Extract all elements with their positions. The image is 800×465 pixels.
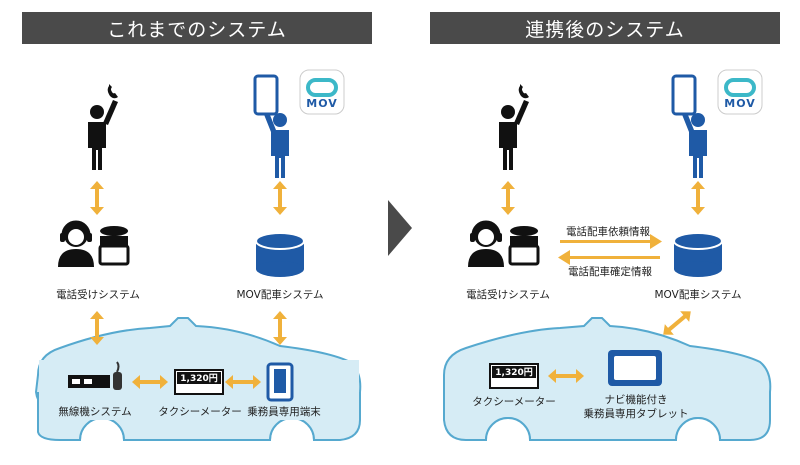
operator-icon: [56, 220, 96, 269]
confirm-info-label: 電話配車確定情報: [568, 266, 652, 278]
mov-user-icon: [253, 74, 291, 180]
taxi-meter-icon: 1,320円: [174, 369, 224, 395]
arrow-mov-tablet: [658, 306, 696, 340]
mov-database-icon: [255, 232, 305, 278]
radio-label: 無線機システム: [58, 406, 132, 418]
meter-display-right: 1,320円: [495, 367, 532, 378]
arrow-user-mov-right: [691, 181, 705, 215]
mov-system-label-right: MOV配車システム: [654, 289, 742, 301]
caller-icon-right: [499, 84, 529, 170]
driver-terminal-icon: [266, 362, 294, 402]
tablet-label-line1: ナビ機能付き: [604, 394, 668, 406]
phone-system-label-right: 電話受けシステム: [466, 289, 550, 301]
arrow-mov-terminal: [273, 311, 287, 345]
phone-system-label: 電話受けシステム: [56, 289, 140, 301]
terminal-label: 乗務員専用端末: [247, 406, 321, 418]
phone-system-icon-right: [508, 224, 540, 266]
phone-system-icon: [98, 224, 130, 266]
meter-label: タクシーメーター: [158, 406, 242, 418]
mov-system-label: MOV配車システム: [236, 289, 324, 301]
confirm-info-arrow: [558, 250, 660, 265]
meter-label-right: タクシーメーター: [472, 396, 556, 408]
right-panel-title: 連携後のシステム: [430, 12, 780, 44]
tablet-label-line2: 乗務員専用タブレット: [583, 408, 689, 420]
request-info-arrow: [560, 234, 662, 249]
request-info-label: 電話配車依頼情報: [566, 226, 650, 238]
mov-logo-text: MOV: [306, 97, 338, 110]
operator-icon-right: [466, 220, 506, 269]
arrow-caller-phone-system-right: [501, 181, 515, 215]
transition-arrow: [388, 200, 412, 256]
mov-user-icon-right: [671, 74, 709, 180]
mov-logo-text-right: MOV: [724, 97, 756, 110]
caller-icon: [88, 84, 118, 170]
mov-logo-right: [717, 69, 763, 115]
mov-logo: [299, 69, 345, 115]
radio-icon: [68, 361, 122, 390]
left-panel-title: これまでのシステム: [22, 12, 372, 44]
arrow-user-mov: [273, 181, 287, 215]
meter-display-left: 1,320円: [180, 373, 217, 384]
taxi-meter-icon-right: 1,320円: [489, 363, 539, 389]
arrow-caller-phone-system: [90, 181, 104, 215]
navi-tablet-icon: [608, 350, 662, 386]
mov-database-icon-right: [673, 232, 723, 278]
